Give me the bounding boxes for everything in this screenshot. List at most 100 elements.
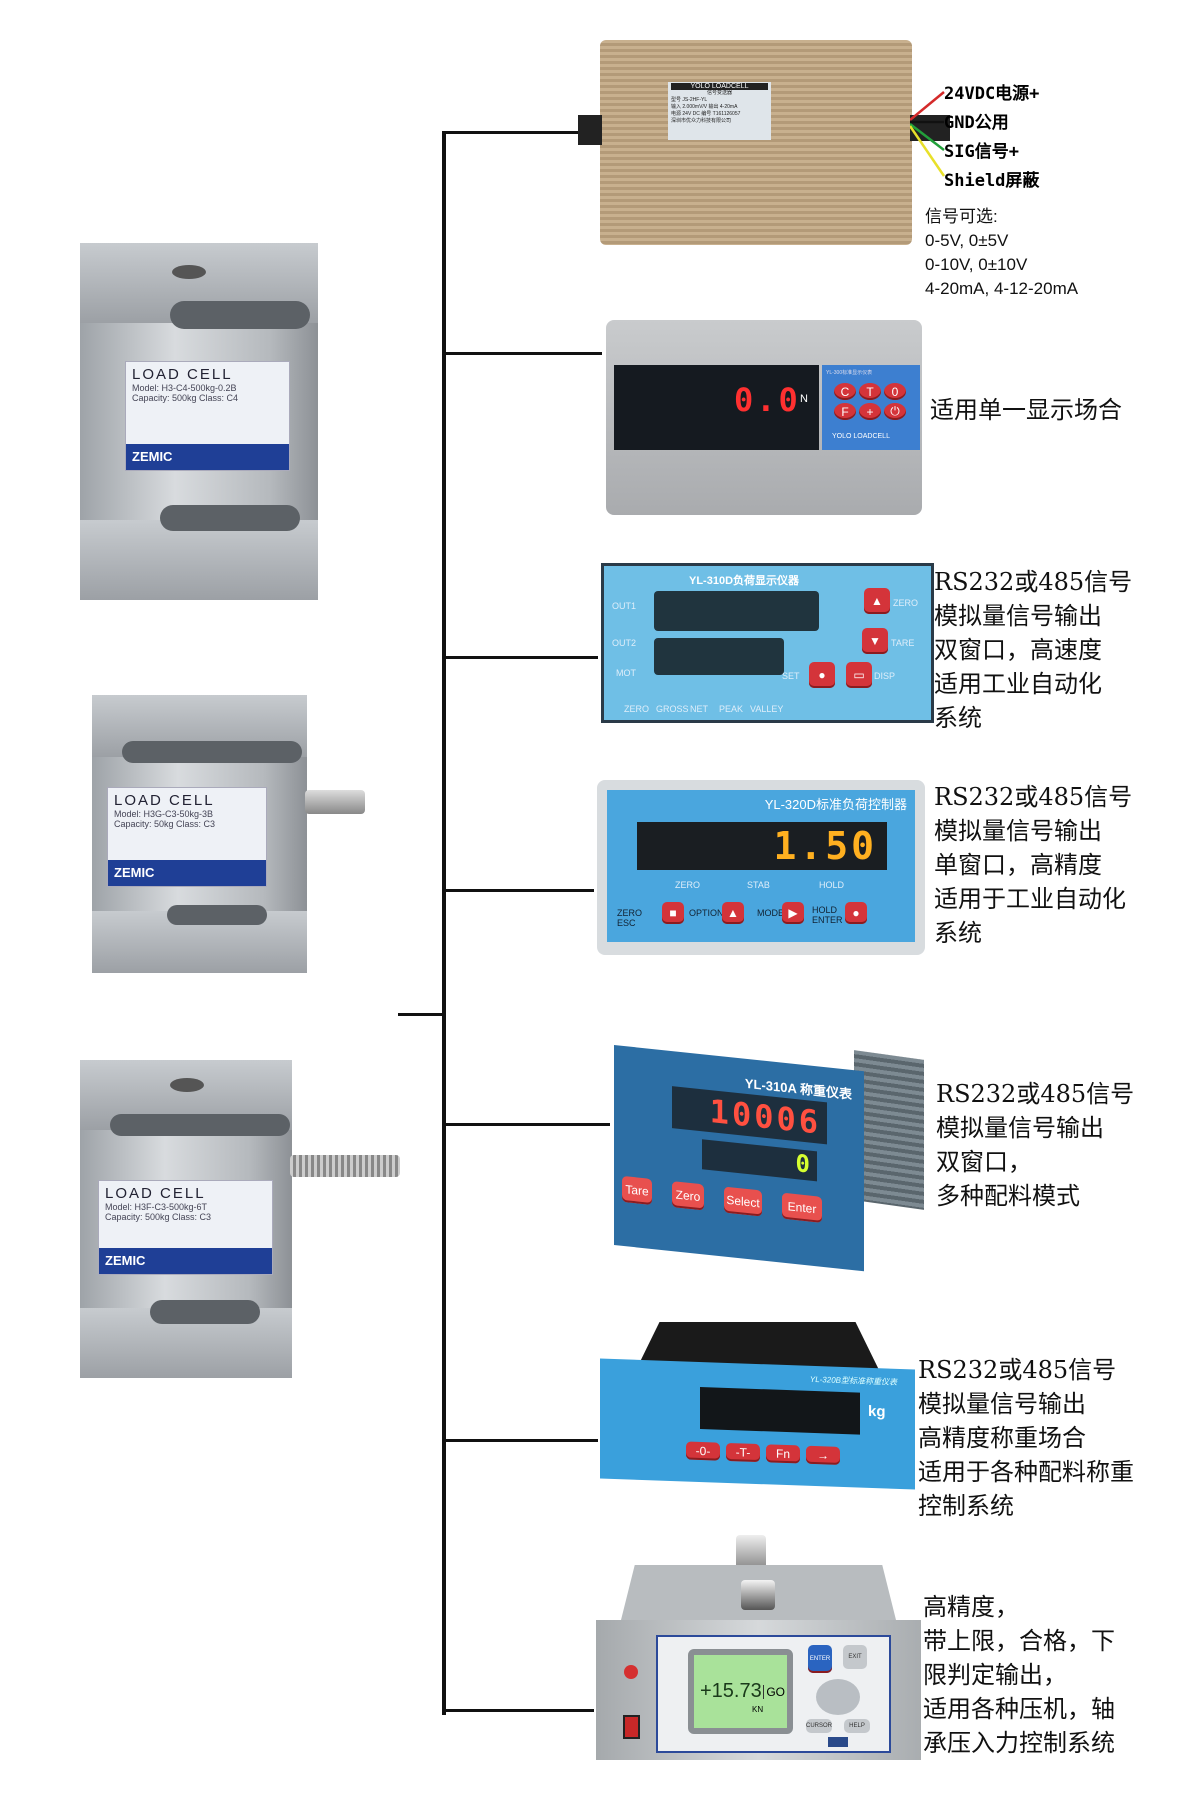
tare-down-button[interactable]: ▼ <box>862 628 888 654</box>
enter-button[interactable]: ENTER <box>808 1645 832 1673</box>
label-valley: VALLEY <box>750 704 784 714</box>
key-power[interactable]: ⏻ <box>884 403 906 420</box>
device-6-desc-4: 适用各种压机，轴 <box>923 1695 1115 1723</box>
display-secondary: 0 <box>702 1139 817 1182</box>
help-button[interactable]: HELP <box>844 1719 870 1733</box>
signal-transmitter: YOLO LOADCELL 信号变送器 型号 JS-2HF-YL 输入 2.00… <box>578 40 950 245</box>
device-5-desc-4: 适用于各种配料称重 <box>918 1458 1134 1486</box>
indicator-yl300: 0.0 N YL-300标准显示仪表 C T 0 F + ⏻ YOLO LOAD… <box>606 320 922 515</box>
device-3-desc-2: 模拟量信号输出 <box>934 817 1102 845</box>
device-6-desc-3: 限判定输出， <box>923 1661 1067 1689</box>
direction-pad[interactable] <box>816 1679 860 1715</box>
device-3-desc-5: 系统 <box>934 919 982 947</box>
label-set-key: SET <box>782 671 800 681</box>
key-0[interactable]: 0 <box>884 383 906 400</box>
device-2-desc-4: 适用工业自动化 <box>934 670 1102 698</box>
wires <box>910 91 946 177</box>
device-6-desc-5: 承压入力控制系统 <box>923 1729 1115 1757</box>
print-button[interactable]: → <box>806 1445 840 1465</box>
mode-button[interactable]: ▶ <box>782 902 804 924</box>
branch-device-3 <box>442 889 594 892</box>
device-3-desc-4: 适用于工业自动化 <box>934 885 1126 913</box>
key-t[interactable]: T <box>859 383 881 400</box>
display-value: 1.50 <box>773 824 877 868</box>
device-5-desc-5: 控制系统 <box>918 1492 1014 1520</box>
display-value: 0.0 <box>734 381 801 419</box>
cell-title: LOAD CELL <box>114 792 215 809</box>
cell-capacity: Capacity: 500kg Class: C4 <box>132 393 239 403</box>
zero-esc-button[interactable]: ■ <box>662 902 684 924</box>
label-io: 输入 2.000mV/V 输出 4-20mA <box>671 104 738 110</box>
display-value: 10006 <box>709 1092 821 1142</box>
label-model: 型号 JS-2HF-YL <box>671 97 708 103</box>
hold-enter-button[interactable]: ● <box>845 902 867 924</box>
display-value-2: 0 <box>795 1149 813 1179</box>
tare-button[interactable]: Tare <box>622 1175 652 1205</box>
transmitter-label: YOLO LOADCELL 信号变送器 型号 JS-2HF-YL 输入 2.00… <box>668 82 771 140</box>
indicator-hold: HOLD <box>819 880 845 890</box>
load-cell-branch <box>398 1013 444 1016</box>
device-4-desc-2: 模拟量信号输出 <box>936 1114 1104 1142</box>
label-title: 信号变送器 <box>706 90 732 96</box>
press-controller: +15.73 KN GO ENTER EXIT CURSOR HELP <box>596 1535 921 1765</box>
lcd-status: GO <box>763 1685 785 1699</box>
cell-model: Model: H3F-C3-500kg-6T <box>105 1202 208 1212</box>
threaded-connector <box>290 1155 400 1177</box>
label-gross: GROSS <box>656 704 689 714</box>
usb-port[interactable] <box>828 1737 848 1747</box>
option-button[interactable]: ▲ <box>722 902 744 924</box>
display-window <box>700 1386 860 1435</box>
zero-button[interactable]: -0- <box>686 1441 720 1461</box>
fn-button[interactable]: Fn <box>766 1444 800 1464</box>
load-cell-1: LOAD CELL Model: H3-C4-500kg-0.2B Capaci… <box>80 243 318 600</box>
tare-button[interactable]: -T- <box>726 1442 760 1463</box>
branch-device-5 <box>442 1439 598 1442</box>
set-button[interactable]: ● <box>809 662 835 688</box>
indicator-stab: STAB <box>747 880 770 890</box>
label-zero: ZERO <box>624 704 650 714</box>
display-upper <box>654 591 819 631</box>
label-zero-esc: ZERO ESC <box>617 908 643 928</box>
cell-model: Model: H3-C4-500kg-0.2B <box>132 383 237 393</box>
select-button[interactable]: Select <box>724 1186 762 1217</box>
disp-button[interactable]: ▭ <box>846 662 872 688</box>
device-6-desc-1: 高精度， <box>923 1593 1019 1621</box>
key-plus[interactable]: + <box>859 403 881 420</box>
enter-button[interactable]: Enter <box>782 1192 822 1223</box>
options-title: 信号可选: <box>925 207 998 226</box>
device-title: YL-320B型标准称重仪表 <box>809 1374 897 1387</box>
keypad-panel: YL-300标准显示仪表 C T 0 F + ⏻ YOLO LOADCELL <box>822 365 920 450</box>
device-2-desc-3: 双窗口，高速度 <box>934 636 1102 664</box>
option-voltage-5: 0-5V, 0±5V <box>925 231 1009 250</box>
label-peak: PEAK <box>719 704 744 714</box>
indicator-yl320b: YL-320B型标准称重仪表 kg -0- -T- Fn → <box>600 1322 915 1497</box>
wire-label-power: 24VDC电源+ <box>944 84 1040 104</box>
display-lower <box>654 638 784 675</box>
branch-device-4 <box>442 1123 610 1126</box>
wire-label-gnd: GND公用 <box>944 113 1009 133</box>
label-mode: MODE <box>757 908 784 918</box>
key-c[interactable]: C <box>834 383 856 400</box>
branch-transmitter <box>442 131 592 134</box>
indicator-yl310a: YL-310A 称重仪表 10006 0 Tare Zero Select En… <box>614 1045 924 1272</box>
cell-brand: ZEMIC <box>126 444 289 470</box>
brand-label: YOLO LOADCELL <box>832 433 890 440</box>
cell-model: Model: H3G-C3-50kg-3B <box>114 809 214 819</box>
exit-button[interactable]: EXIT <box>843 1645 867 1669</box>
option-voltage-10: 0-10V, 0±10V <box>925 255 1028 274</box>
zero-up-button[interactable]: ▲ <box>864 588 890 614</box>
option-current: 4-20mA, 4-12-20mA <box>925 279 1079 298</box>
device-4-desc-3: 双窗口， <box>936 1148 1032 1176</box>
device-4-desc-1: RS232或485信号 <box>936 1080 1135 1108</box>
cell-title: LOAD CELL <box>105 1185 206 1202</box>
zero-button[interactable]: Zero <box>672 1181 704 1211</box>
load-cell-2: LOAD CELL Model: H3G-C3-50kg-3B Capacity… <box>92 695 307 973</box>
cursor-button[interactable]: CURSOR <box>806 1719 832 1733</box>
label-option: OPTION <box>689 908 724 918</box>
load-cell-3: LOAD CELL Model: H3F-C3-500kg-6T Capacit… <box>80 1060 292 1378</box>
wire-label-sig: SIG信号+ <box>944 142 1019 162</box>
display-window: 1.50 <box>637 822 887 870</box>
key-f[interactable]: F <box>834 403 856 420</box>
power-switch[interactable] <box>623 1715 640 1739</box>
branch-device-1 <box>442 352 602 355</box>
